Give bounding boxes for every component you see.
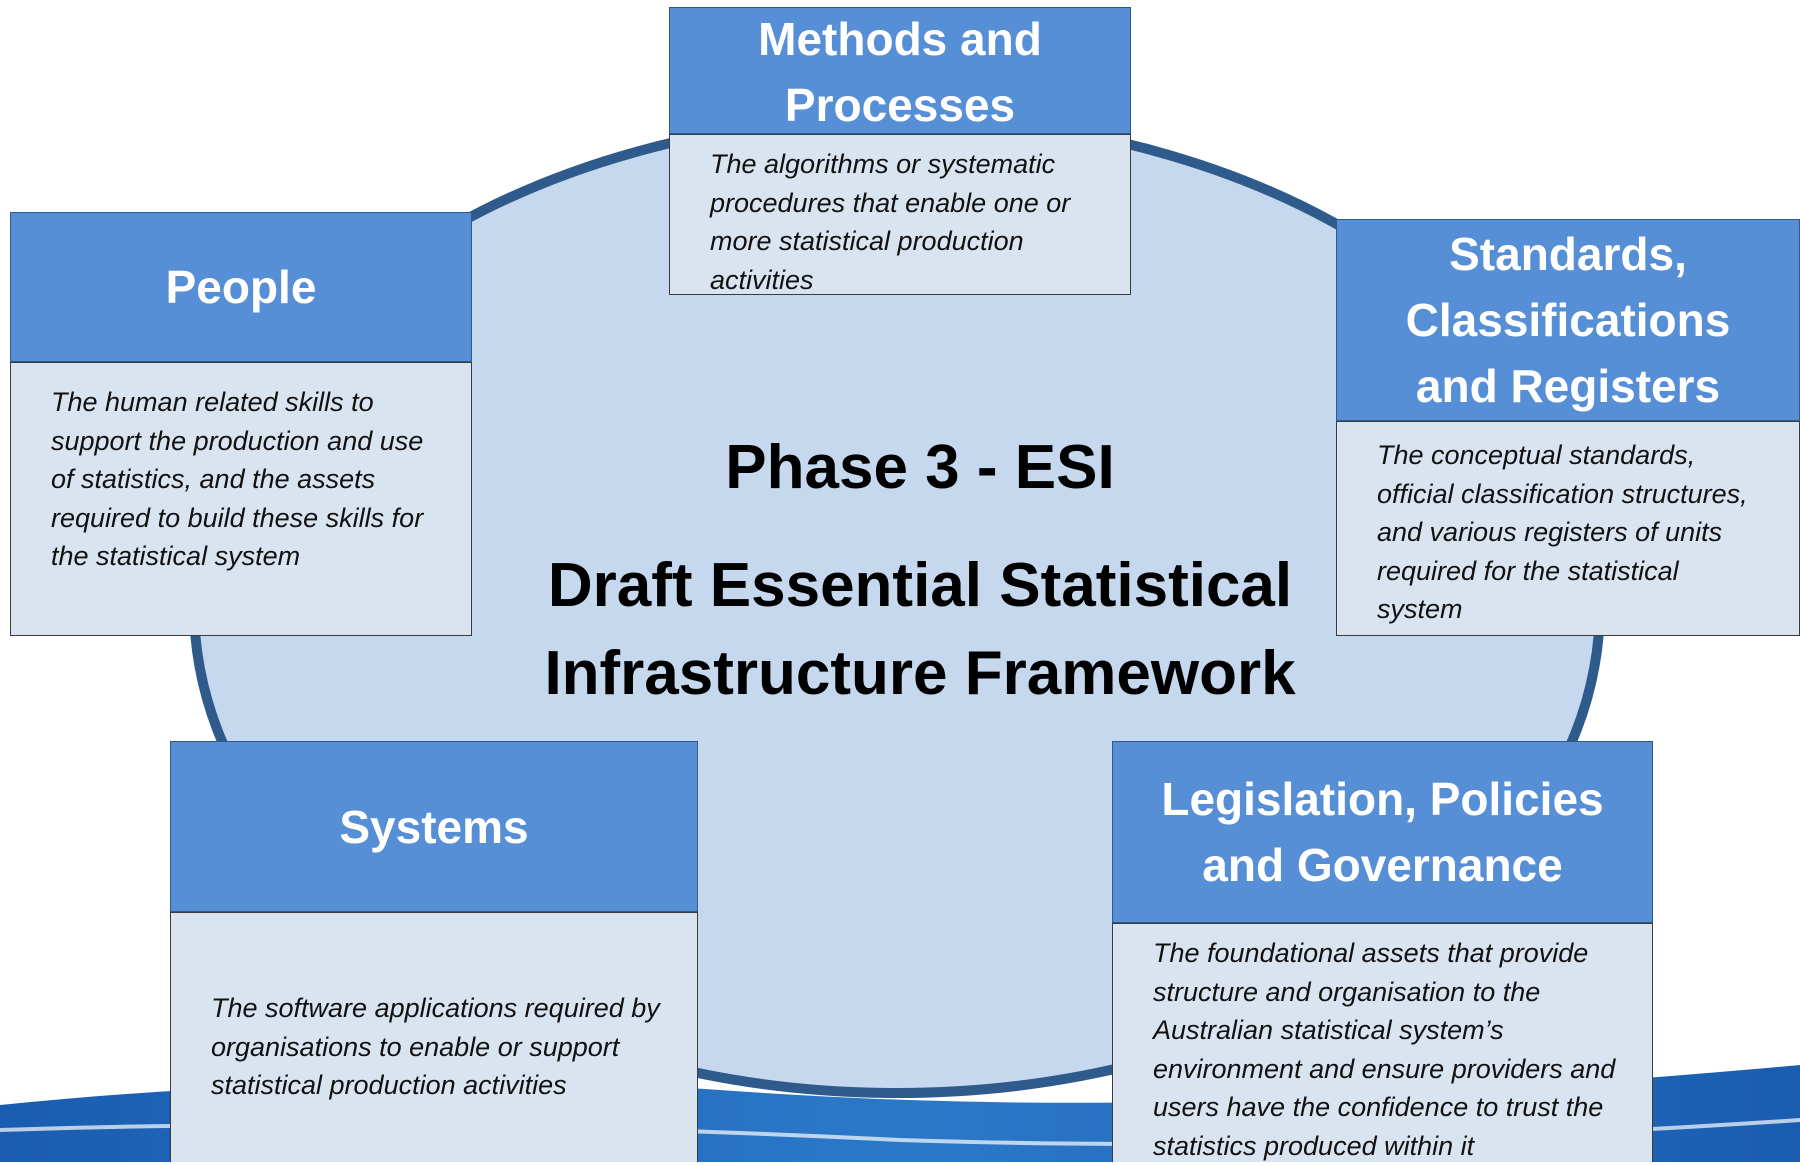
systems-title: Systems (339, 800, 529, 853)
standards-description: The conceptual standards, official class… (1336, 421, 1800, 636)
methods-processes-title-line-1: Methods and (758, 12, 1042, 65)
systems-component: Systems The software applications requir… (170, 741, 698, 1162)
systems-header: Systems (170, 741, 698, 912)
methods-processes-description: The algorithms or systematic procedures … (669, 134, 1131, 295)
legislation-component: Legislation, Policies and Governance The… (1112, 741, 1653, 1162)
phase-title: Phase 3 - ESI (725, 433, 1115, 502)
framework-title-line-2: Infrastructure Framework (544, 639, 1296, 708)
standards-header: Standards, Classifications and Registers (1336, 219, 1800, 421)
center-title: Phase 3 - ESI Draft Essential Statistica… (420, 430, 1420, 718)
people-title: People (165, 261, 317, 313)
methods-processes-component: Methods and Processes The algorithms or … (669, 7, 1131, 295)
methods-processes-header: Methods and Processes (669, 7, 1131, 134)
systems-description: The software applications required by or… (170, 912, 698, 1162)
standards-title-line-2: Classifications (1405, 294, 1731, 346)
methods-processes-title-line-2: Processes (784, 78, 1016, 131)
people-component: People The human related skills to suppo… (10, 212, 472, 636)
legislation-title-line-1: Legislation, Policies (1161, 773, 1604, 825)
people-description: The human related skills to support the … (10, 362, 472, 636)
legislation-header: Legislation, Policies and Governance (1112, 741, 1653, 923)
standards-title-line-1: Standards, (1449, 228, 1687, 280)
legislation-title-line-2: and Governance (1202, 839, 1563, 891)
framework-title-line-1: Draft Essential Statistical (547, 551, 1293, 620)
people-header: People (10, 212, 472, 362)
legislation-description: The foundational assets that provide str… (1112, 923, 1653, 1162)
standards-component: Standards, Classifications and Registers… (1336, 219, 1800, 636)
framework-title: Draft Essential Statistical Infrastructu… (420, 542, 1420, 718)
standards-title-line-3: and Registers (1415, 360, 1721, 412)
